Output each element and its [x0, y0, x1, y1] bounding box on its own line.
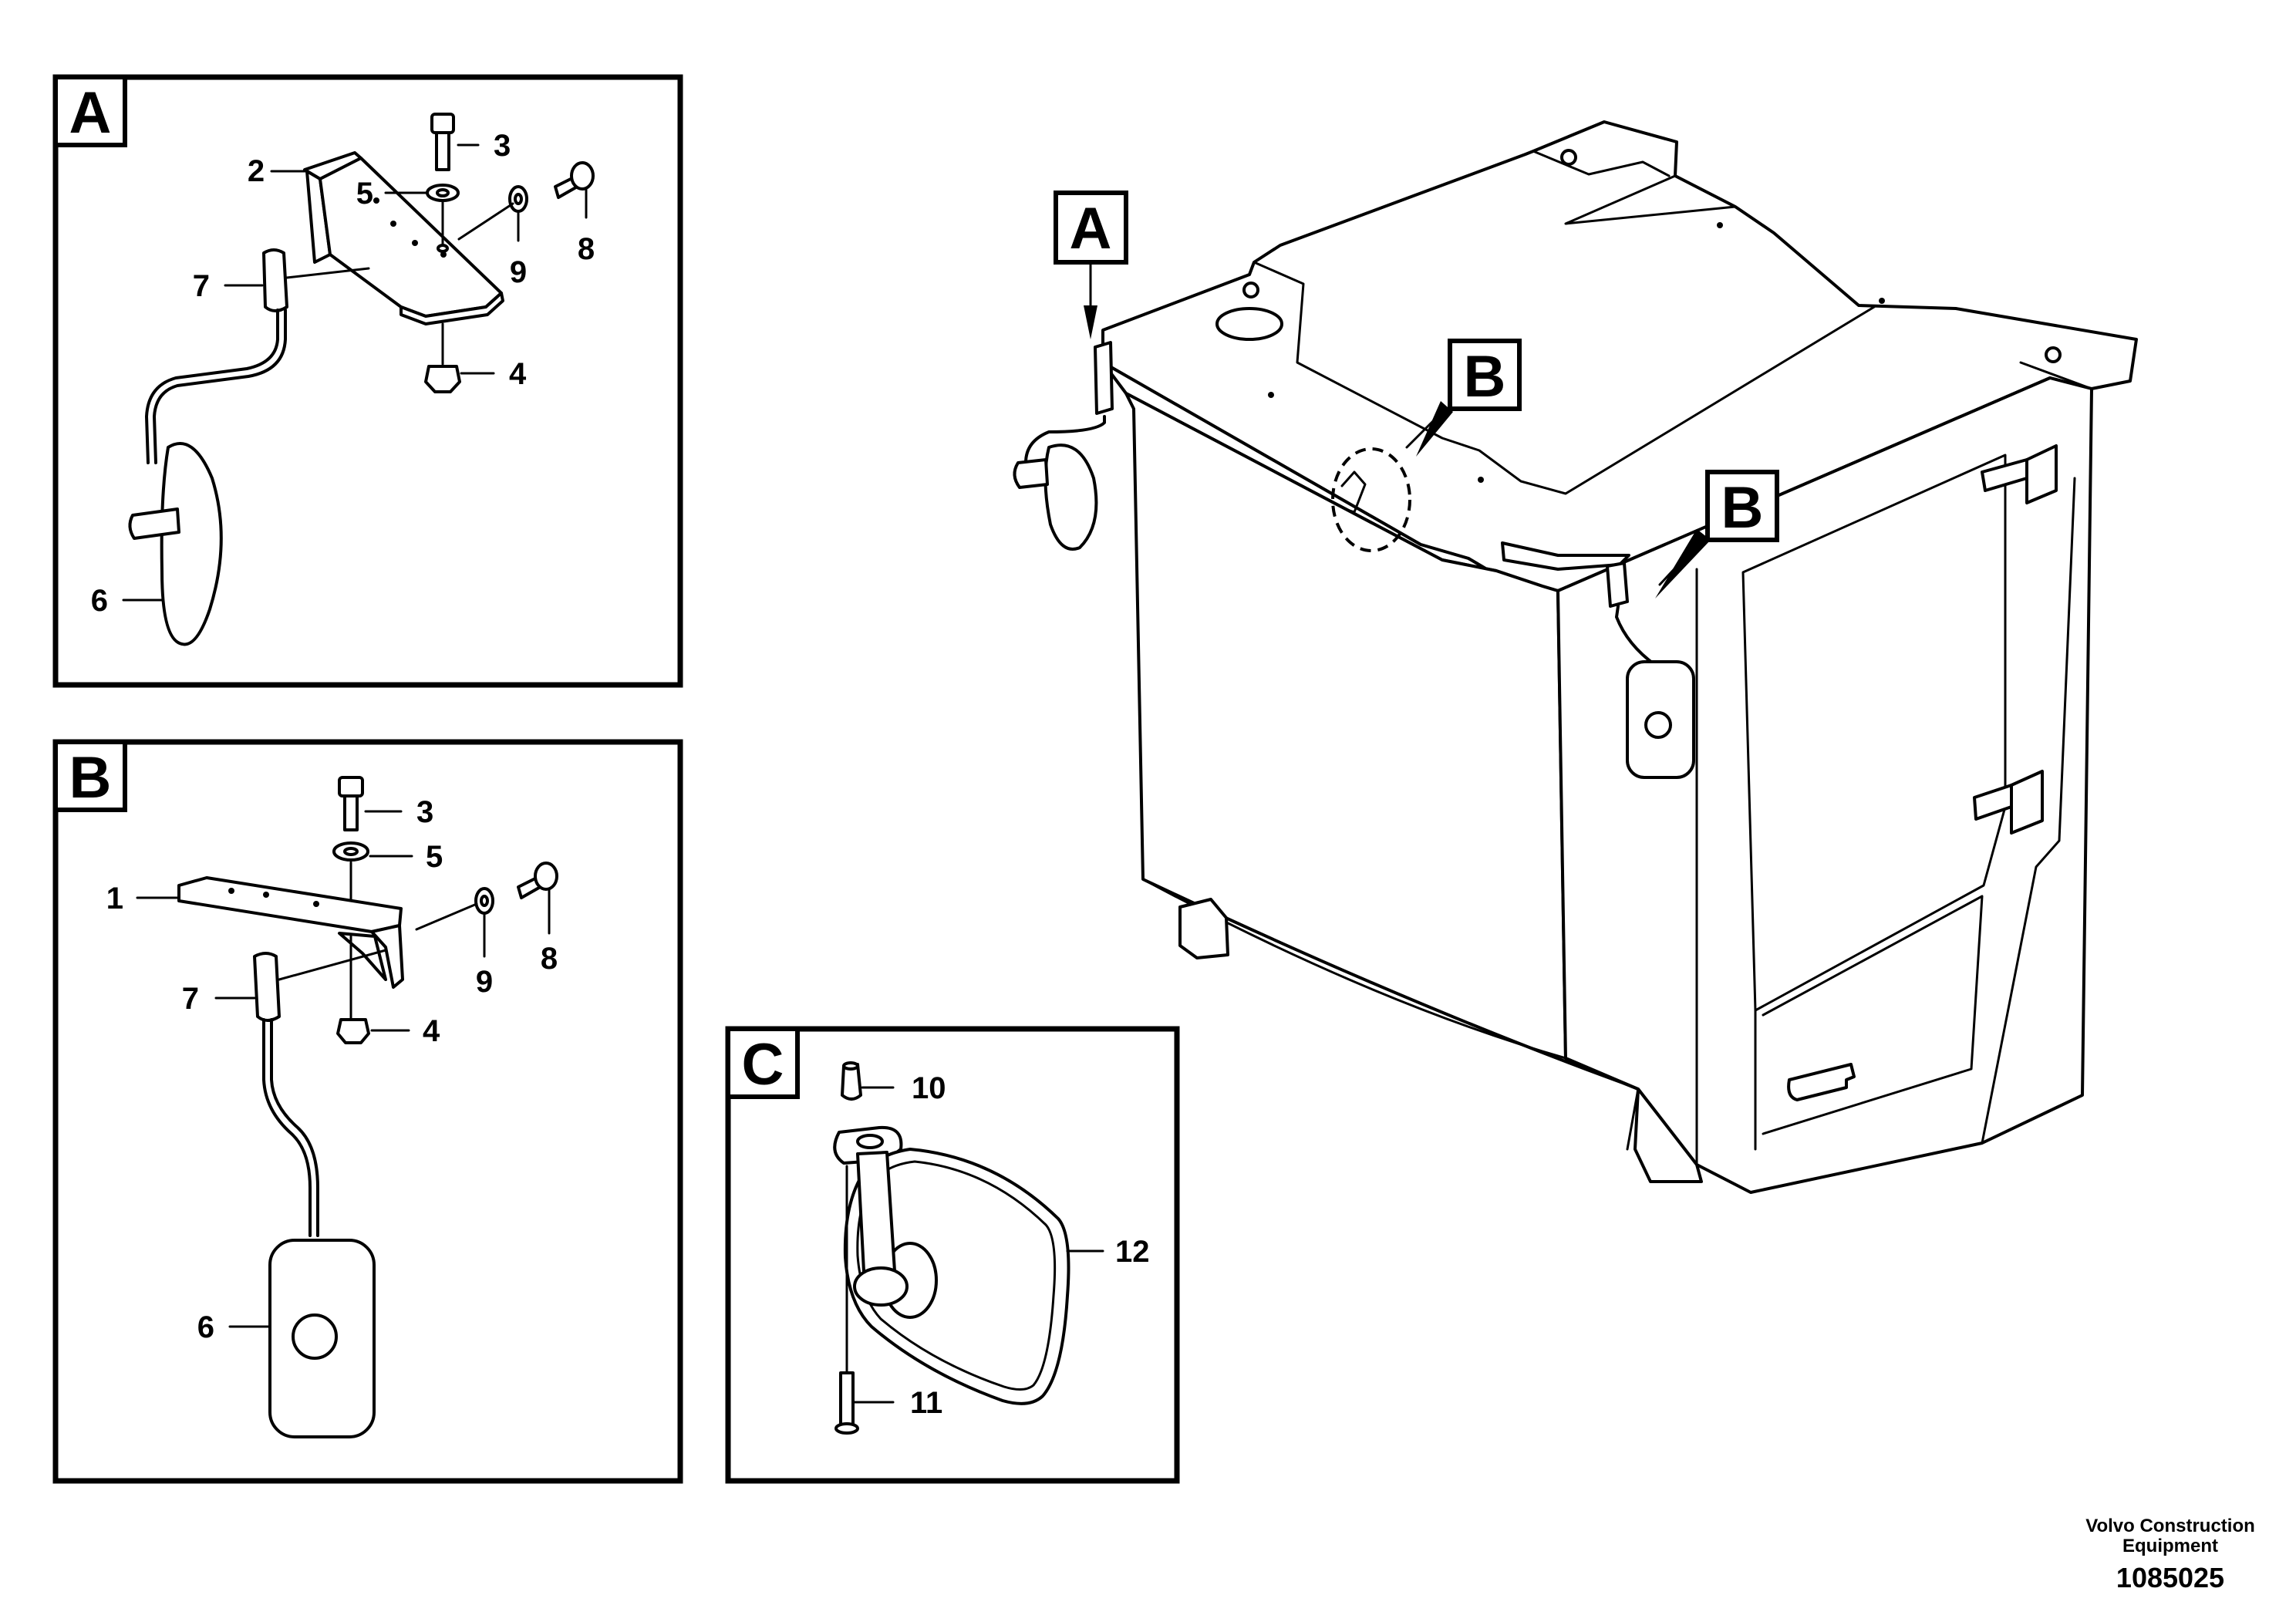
- detail-b-callout-5: 5: [426, 840, 443, 874]
- company-line-2: Equipment: [2122, 1536, 2218, 1556]
- cab-tag-b-roof[interactable]: [1448, 339, 1522, 411]
- detail-a-callout-6: 6: [91, 584, 108, 618]
- detail-b-callout-7: 7: [182, 982, 199, 1016]
- detail-a-panel: A: [52, 74, 683, 688]
- svg-text:B: B: [1721, 475, 1764, 541]
- detail-b-callout-1: 1: [106, 882, 123, 916]
- detail-a-bracket: [303, 151, 504, 325]
- cab-lower-hinge: [1973, 770, 2044, 835]
- detail-a-letter: A: [69, 80, 112, 146]
- detail-c-mirror: [833, 1125, 1070, 1405]
- cab-illustration: A B B: [1013, 120, 2138, 1194]
- company-line-1: Volvo Construction: [2085, 1516, 2255, 1536]
- detail-b-callout-4: 4: [423, 1014, 440, 1048]
- detail-a-callout-9: 9: [510, 255, 527, 289]
- detail-c-callout-11: 11: [910, 1386, 942, 1420]
- detail-a-callout-5: 5: [356, 177, 373, 211]
- detail-c-callout-12: 12: [1115, 1235, 1150, 1269]
- detail-b-bracket: [177, 876, 404, 989]
- detail-a-bolt: [430, 113, 455, 171]
- detail-a-nut: [424, 365, 461, 393]
- cab-left-mirror: [1013, 341, 1114, 551]
- detail-a-callout-2: 2: [248, 154, 265, 188]
- detail-b-mirror: [268, 1239, 376, 1438]
- detail-b-callout-3: 3: [416, 795, 433, 829]
- cab-upper-hinge: [1981, 444, 2058, 504]
- cab-right-mirror: [1606, 561, 1695, 779]
- cab-hidden-mount-marker: [1331, 447, 1411, 552]
- detail-a-callout-7: 7: [193, 269, 210, 303]
- detail-b-letter: B: [69, 745, 112, 811]
- detail-c-panel: C 10 12 11: [725, 1026, 1180, 1484]
- detail-a-mirror-arm: [145, 248, 370, 464]
- detail-b-panel: B: [52, 739, 683, 1484]
- svg-text:A: A: [1070, 196, 1112, 261]
- detail-a-callout-3: 3: [494, 129, 511, 163]
- detail-c-callout-10: 10: [912, 1071, 946, 1105]
- detail-a-mirror: [128, 442, 223, 646]
- drawing-number: 1085025: [2116, 1562, 2224, 1593]
- detail-b-mirror-arm: [253, 949, 387, 1237]
- footer-block: Volvo Construction Equipment 1085025: [2085, 1516, 2255, 1593]
- detail-b-callout-8: 8: [541, 942, 558, 976]
- svg-text:B: B: [1464, 344, 1506, 410]
- cab-door-handle: [1787, 1063, 1856, 1101]
- cab-tag-b-side[interactable]: [1705, 470, 1779, 542]
- detail-a-callout-8: 8: [578, 232, 595, 266]
- detail-b-callout-6: 6: [197, 1310, 214, 1344]
- detail-c-letter: C: [742, 1032, 784, 1098]
- detail-a-callout-4: 4: [509, 357, 527, 391]
- detail-b-callout-9: 9: [476, 965, 493, 999]
